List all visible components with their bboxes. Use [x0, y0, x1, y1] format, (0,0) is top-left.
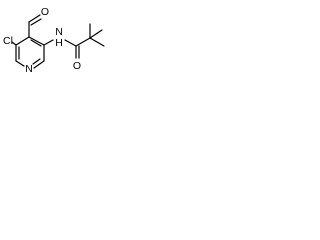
bond-n-carbonyl: [64, 39, 77, 47]
ring-bond-c3-c4: [28, 36, 45, 46]
bond-cho-o-double: [30, 18, 42, 26]
atom-label-chlorine: Cl: [3, 35, 13, 47]
bond-cq-me-upright: [89, 29, 103, 39]
bond-cq-me-right: [89, 37, 105, 47]
atom-label-oxygen-amide: O: [73, 60, 81, 72]
bond-c4-n: [43, 39, 54, 46]
bond-carbonyl-cq: [75, 37, 91, 47]
structure-canvas: O Cl N H N O: [0, 0, 132, 77]
bond-c2-cl: [11, 41, 17, 46]
atom-label-nitrogen-ring: N: [25, 63, 33, 75]
bond-cho-o: [28, 14, 41, 23]
atom-label-oxygen-aldehyde: O: [41, 6, 49, 18]
ring-bond-n1-c6: [15, 60, 25, 67]
ring-double-bond-inner-bottom: [32, 58, 41, 65]
ring-bond-c5-c6: [33, 60, 45, 69]
atom-label-nitrogen-amide: N: [55, 26, 63, 38]
chemical-structure-diagram: O Cl N H N O: [3, 6, 105, 75]
ring-double-bond-inner-top: [30, 39, 42, 47]
atom-label-hydrogen-amide: H: [55, 37, 63, 49]
ring-bond-c2-c3: [15, 36, 30, 46]
